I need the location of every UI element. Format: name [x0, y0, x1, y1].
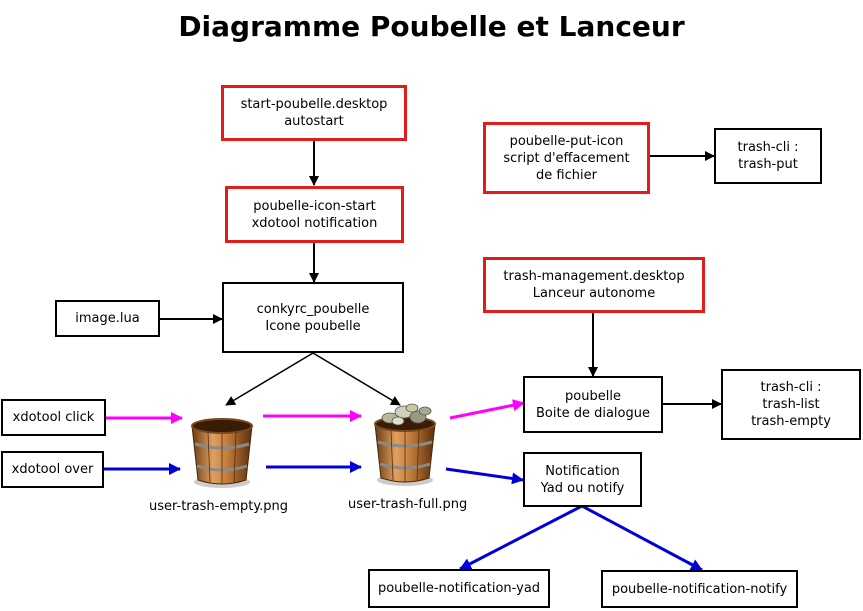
- box-line: poubelle-notification-yad: [377, 581, 541, 596]
- box-line: xdotool click: [12, 410, 95, 425]
- arrow-conkyrc-to-empty: [225, 352, 314, 406]
- trash-full-label: user-trash-full.png: [348, 497, 468, 512]
- box-line: poubelle: [565, 388, 621, 404]
- arrow-notification-to-notify: [581, 504, 703, 572]
- box-line: Notification: [545, 463, 620, 479]
- trash-management-desktop-box: trash-management.desktop Lanceur autonom…: [483, 257, 705, 313]
- box-line: poubelle-notification-notify: [611, 581, 788, 597]
- notification-yad-box: poubelle-notification-yad: [368, 569, 550, 608]
- box-line: de fichier: [536, 167, 597, 183]
- conkyrc-poubelle-box: conkyrc_poubelle Icone poubelle: [222, 282, 404, 353]
- trash-empty-label: user-trash-empty.png: [149, 499, 289, 514]
- box-line: trash-empty: [751, 414, 831, 429]
- box-line: xdotool over: [11, 462, 94, 477]
- arrow-full-to-dialog: [449, 399, 525, 420]
- notification-notify-box: poubelle-notification-notify: [601, 570, 798, 608]
- arrow-conkyrc-to-full: [312, 352, 401, 406]
- box-line: Yad ou notify: [540, 480, 625, 496]
- box-line: xdotool notification: [251, 215, 378, 231]
- diagram-title: Diagramme Poubelle et Lanceur: [178, 10, 685, 43]
- image-lua-box: image.lua: [55, 300, 160, 337]
- xdotool-over-box: xdotool over: [1, 451, 104, 488]
- box-line: start-poubelle.desktop: [240, 97, 388, 112]
- trash-cli-put-box: trash-cli : trash-put: [714, 128, 822, 184]
- box-line: trash-management.desktop: [503, 269, 685, 284]
- poubelle-icon-start-box: poubelle-icon-start xdotool notification: [225, 186, 404, 243]
- trash-cli-list-box: trash-cli : trash-list trash-empty: [721, 369, 861, 440]
- trash-full-icon: [374, 403, 436, 486]
- box-line: trash-list: [762, 397, 820, 412]
- box-line: trash-put: [738, 157, 798, 172]
- box-line: poubelle-icon-start: [253, 198, 376, 214]
- box-line: poubelle-put-icon: [509, 133, 624, 149]
- start-poubelle-desktop-box: start-poubelle.desktop autostart: [221, 85, 407, 141]
- notification-box: Notification Yad ou notify: [523, 452, 642, 507]
- arrow-notification-to-yad: [459, 504, 583, 571]
- poubelle-put-icon-box: poubelle-put-icon script d'effacement de…: [483, 122, 650, 194]
- box-line: script d'effacement: [503, 150, 630, 166]
- box-line: Icone poubelle: [265, 318, 361, 334]
- box-line: trash-cli :: [737, 140, 799, 155]
- box-line: conkyrc_poubelle: [256, 301, 370, 317]
- arrow-full-to-notification: [445, 467, 524, 485]
- box-line: trash-cli :: [760, 380, 822, 395]
- xdotool-click-box: xdotool click: [1, 399, 106, 436]
- box-line: Boite de dialogue: [536, 405, 650, 421]
- box-line: Lanceur autonome: [532, 286, 656, 301]
- box-line: autostart: [284, 114, 344, 129]
- box-line: image.lua: [75, 311, 140, 326]
- poubelle-dialog-box: poubelle Boite de dialogue: [523, 376, 663, 433]
- trash-empty-icon: [191, 418, 253, 488]
